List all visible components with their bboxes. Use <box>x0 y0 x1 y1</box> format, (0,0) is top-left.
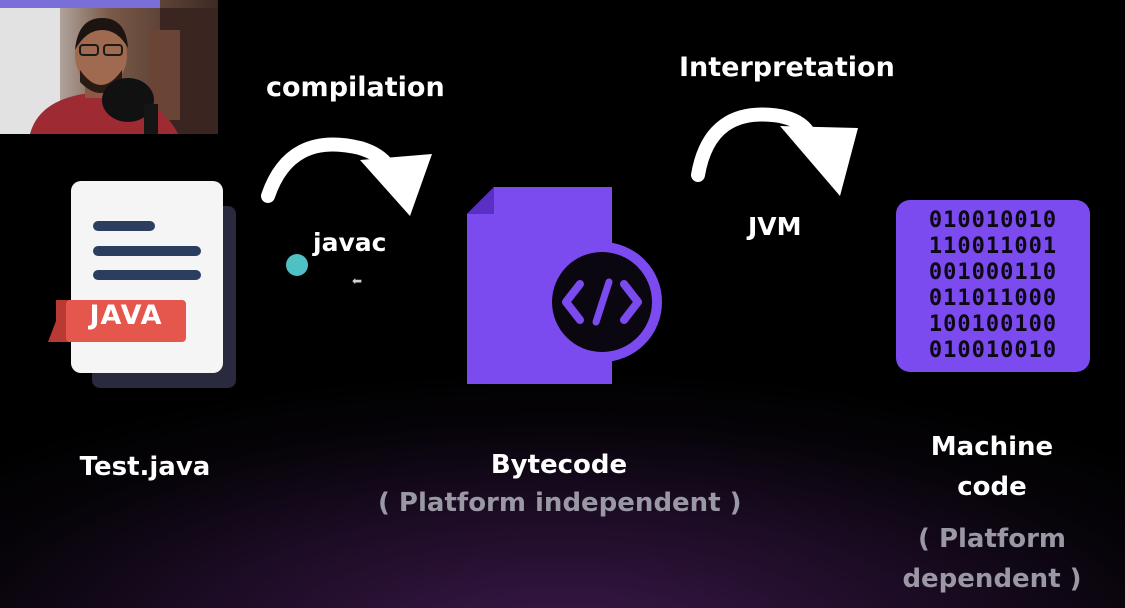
binary-row: 011011000 <box>928 286 1058 311</box>
presenter-pointer-dot <box>286 254 308 276</box>
presenter-image <box>0 8 218 134</box>
jvm-label: JVM <box>748 212 802 241</box>
compilation-arrow-icon <box>261 137 432 216</box>
java-badge: JAVA <box>89 300 163 331</box>
source-file-name: Test.java <box>79 452 211 482</box>
binary-row: 001000110 <box>928 260 1058 285</box>
java-file-icon <box>48 181 236 388</box>
bytecode-file-icon <box>467 187 662 384</box>
machine-code-title-line2: code <box>957 472 1027 502</box>
bytecode-title: Bytecode <box>490 450 628 480</box>
bytecode-note: ( Platform independent ) <box>378 488 742 518</box>
interpretation-arrow-icon <box>691 107 858 196</box>
machine-code-title-line1: Machine <box>930 432 1054 462</box>
binary-row: 010010010 <box>928 338 1058 363</box>
machine-code-icon: 010010010 110011001 001000110 011011000 … <box>896 200 1090 372</box>
mouse-cursor-icon: ⬅ <box>352 274 363 288</box>
webcam-overlay <box>0 0 218 134</box>
binary-row: 110011001 <box>928 234 1058 259</box>
binary-row: 100100100 <box>928 312 1058 337</box>
interpretation-label: Interpretation <box>679 52 895 83</box>
binary-row: 010010010 <box>928 208 1058 233</box>
machine-code-note-line2: dependent ) <box>902 564 1082 594</box>
machine-code-note-line1: ( Platform <box>918 524 1066 554</box>
webcam-title-bar <box>0 0 160 8</box>
compilation-label: compilation <box>266 72 445 103</box>
javac-label: javac <box>313 228 387 257</box>
